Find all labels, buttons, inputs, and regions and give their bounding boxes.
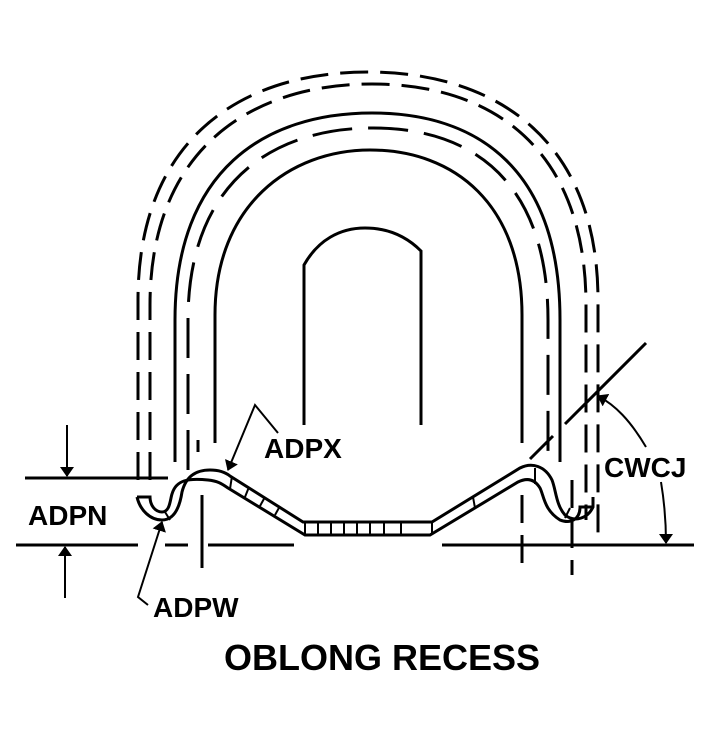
diagram-title: OBLONG RECESS	[224, 637, 540, 678]
cwcj-angle-line	[563, 341, 648, 426]
profile-hatching	[164, 468, 571, 535]
outer-dashed-arch-2	[148, 82, 588, 520]
cwcj-angle-line-dash	[528, 434, 555, 461]
cwcj-arrow-upper	[597, 394, 647, 448]
solid-arch-inner	[213, 148, 524, 443]
profile-outer	[135, 463, 595, 524]
outer-dashed-arch-1	[136, 70, 600, 540]
label-cwcj: CWCJ	[604, 452, 686, 483]
cwcj-arrow-lower	[658, 481, 673, 544]
label-adpn: ADPN	[28, 500, 107, 531]
profile-inner	[137, 477, 593, 537]
inner-dashed-arch	[186, 126, 550, 470]
solid-arch-outer	[173, 111, 562, 462]
label-adpw: ADPW	[153, 592, 239, 623]
adpx-leader	[224, 403, 279, 471]
recess-outline	[302, 226, 423, 425]
adpw-leader	[136, 521, 166, 606]
label-adpx: ADPX	[264, 433, 342, 464]
